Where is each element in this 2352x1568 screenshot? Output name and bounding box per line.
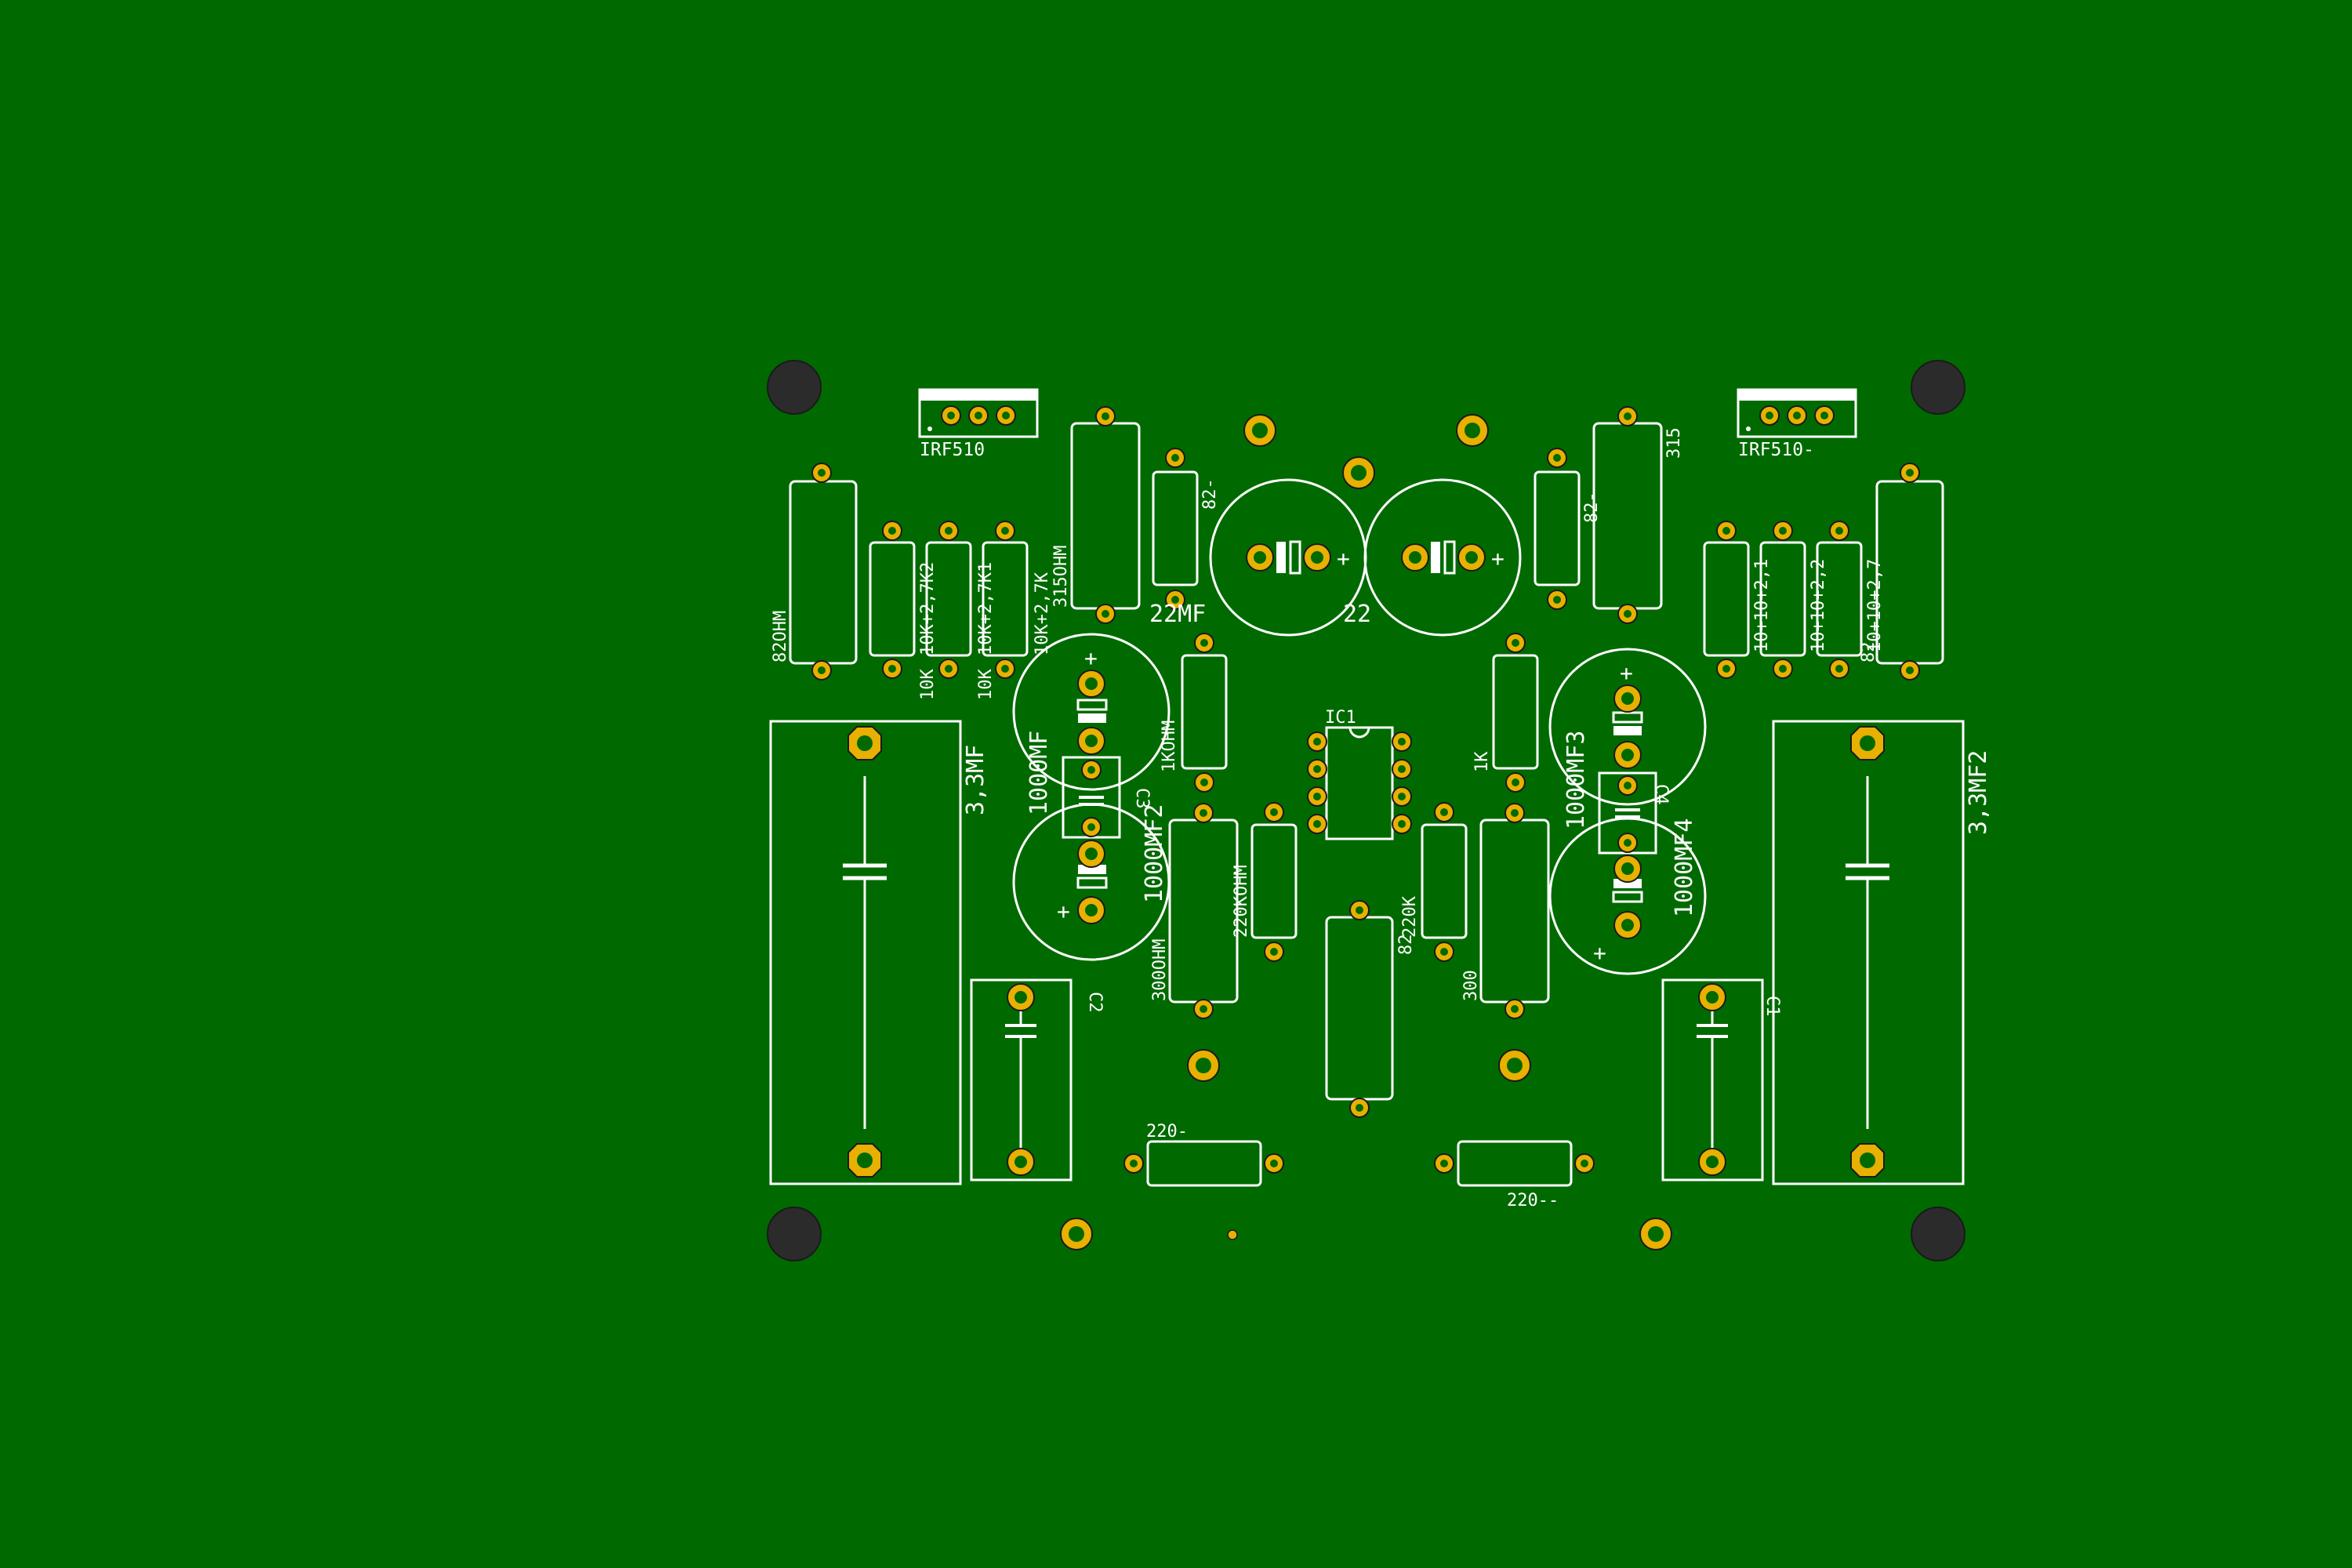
resistor-1k: 1K (1472, 633, 1539, 793)
resistor-300ohm: 300OHM (1150, 803, 1239, 1019)
capacitor-1000mf3: + 1000MF3 (1548, 648, 1707, 829)
resistor-right-tall (1875, 463, 1944, 681)
c-33mf2-label: 3,3MF2 (1965, 750, 1992, 835)
r-82b-label: 82 (1396, 935, 1416, 956)
transistor-q1: IRF510 (918, 388, 1039, 460)
c-22mf-plus: + (1337, 546, 1350, 572)
capacitor-1000mf: + 1000MF (1012, 633, 1171, 815)
pad-top-2 (1342, 456, 1375, 489)
resistor-82-center: 82 (1325, 900, 1416, 1118)
c-1000mf2-label: 1000MF2 (1141, 804, 1168, 903)
ic1-dip8: IC1 (1307, 708, 1412, 840)
resistor-82ohm: 82OHM (771, 463, 858, 681)
r-220b-label: 220-- (1507, 1191, 1559, 1210)
resistor-10-10-2-7: 82 10+10+2,7 (1816, 521, 1885, 679)
resistor-1kohm: 1KOHM (1160, 633, 1228, 793)
r-220k-label: 220K (1400, 895, 1420, 938)
c-1000mf-plus: + (1084, 645, 1098, 671)
r-82m-label: 82- (1200, 478, 1220, 510)
capacitor-1000mf4: + 1000MF4 (1548, 817, 1707, 975)
r-220kohm-label: 220KOHM (1232, 865, 1251, 938)
capacitor-3-3mf2: 3,3MF2 (1772, 720, 1992, 1185)
resistor-220k: 220K (1400, 802, 1468, 962)
capacitor-c2: C2 (970, 978, 1105, 1181)
capacitor-c4: C4 (1598, 771, 1671, 855)
c3-label: C3 (1132, 788, 1152, 809)
c-1000mf4-label: 1000MF4 (1671, 818, 1698, 917)
resistor-300: 300 (1461, 803, 1550, 1019)
r-10p10-c-label: 10+10+2,7 (1865, 559, 1885, 652)
c4-label: C4 (1651, 784, 1671, 805)
resistor-220kohm: 220KOHM (1232, 802, 1298, 962)
capacitor-c3: C3 (1062, 756, 1152, 839)
resistor-220-double-minus: 220-- (1434, 1140, 1595, 1210)
resistor-315ohm: 315OHM (1051, 406, 1141, 624)
transistor-q2: IRF510- (1737, 388, 1857, 460)
resistor-315: 315 (1592, 406, 1684, 624)
r-300-label: 300 (1461, 970, 1481, 1001)
r-315-label: 315 (1664, 427, 1684, 459)
r-10k-a-label: 10K (918, 669, 938, 700)
r-82r-label: 82 (1859, 642, 1878, 663)
resistor-82-minus: 82- (1152, 448, 1220, 610)
r-1kohm-label: 1KOHM (1160, 720, 1179, 772)
q2-label: IRF510- (1738, 440, 1814, 460)
capacitor-c1: C1 (1661, 978, 1782, 1181)
r-220a-label: 220- (1146, 1122, 1188, 1142)
resistor-10k-2-7k1: 10K 10K+2,7K1 (925, 521, 996, 700)
mounting-hole-bottom-left (767, 1207, 822, 1261)
c-1000mf2-plus: + (1057, 898, 1070, 924)
c-22-label: 22 (1343, 601, 1371, 628)
capacitor-22mf: + 22MF (1149, 478, 1367, 637)
ic1-label: IC1 (1325, 708, 1356, 728)
r-10k-b-label: 10K (976, 669, 996, 700)
c-22mf-label: 22MF (1149, 601, 1206, 628)
pad-bottom-left (1060, 1218, 1093, 1250)
r-82ohm-label: 82OHM (771, 611, 790, 662)
mounting-hole-top-left (767, 360, 822, 415)
r-10k27-c-label: 10K+2,7K (1033, 572, 1052, 655)
c-1000mf4-plus: + (1593, 940, 1606, 966)
resistor-220-minus: 220- (1123, 1122, 1284, 1187)
resistor-10k-2-7k: 10K+2,7K (982, 521, 1052, 679)
capacitor-22: + 22 (1343, 478, 1522, 637)
c-1000mf3-plus: + (1620, 660, 1633, 686)
fiducial (1227, 1229, 1238, 1240)
r-315ohm-label: 315OHM (1051, 546, 1071, 608)
r-1k-label: 1K (1472, 751, 1492, 772)
r-82m2-label: 82- (1582, 492, 1602, 523)
r-300ohm-label: 300OHM (1150, 939, 1170, 1001)
c-1000mf-label: 1000MF (1025, 731, 1053, 815)
c-33mf-label: 3,3MF (962, 745, 989, 815)
r-10k27-b-label: 10K+2,7K1 (976, 562, 996, 655)
mounting-hole-top-right (1911, 360, 1965, 415)
resistor-82-minus-right: 82- (1534, 448, 1602, 610)
mounting-hole-bottom-right (1911, 1207, 1965, 1261)
c-22-plus: + (1491, 546, 1504, 572)
c1-label: C1 (1762, 996, 1782, 1017)
pad-mid-right (1498, 1049, 1531, 1082)
pad-top-1 (1243, 414, 1276, 447)
pad-bottom-right (1639, 1218, 1672, 1250)
q1-label: IRF510 (920, 440, 985, 460)
pad-mid-left (1187, 1049, 1220, 1082)
pad-top-3 (1456, 414, 1489, 447)
c-1000mf3-label: 1000MF3 (1563, 731, 1590, 829)
c2-label: C2 (1085, 992, 1105, 1013)
capacitor-3-3mf: 3,3MF (769, 720, 989, 1185)
